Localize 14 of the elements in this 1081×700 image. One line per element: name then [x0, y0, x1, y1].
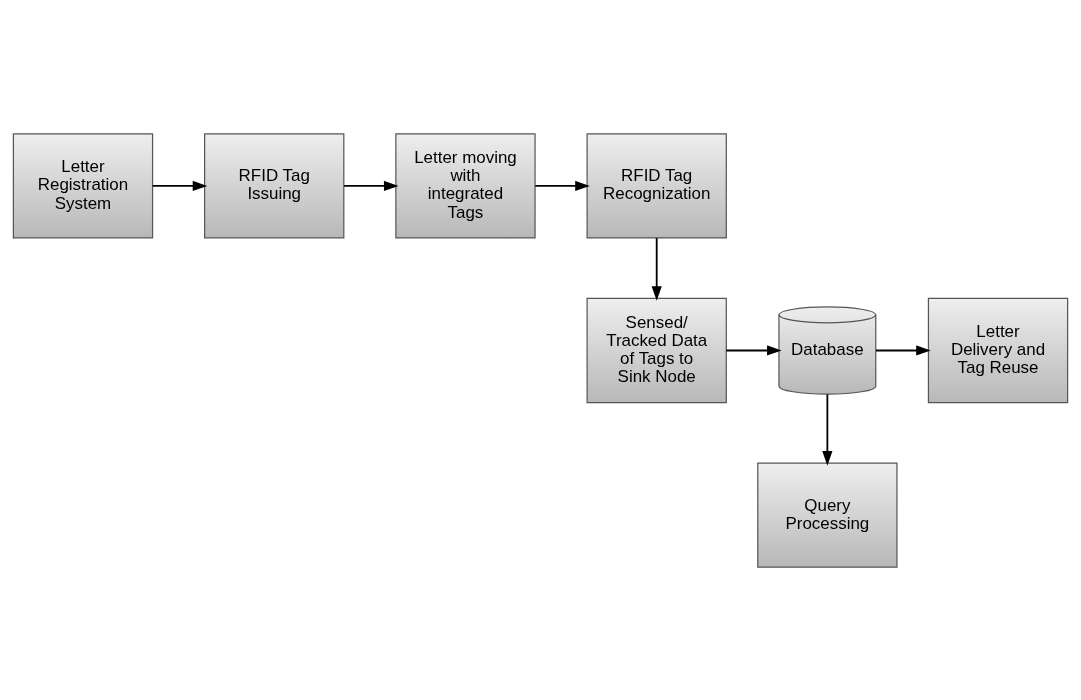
node-box: Letter Registration System [12, 132, 154, 239]
node-box: Letter Delivery and Tag Reuse [927, 297, 1069, 403]
arrow [875, 344, 931, 356]
arrow [343, 180, 399, 191]
arrow [651, 236, 662, 301]
arrow [534, 180, 590, 191]
node-box: Query Processing [757, 461, 898, 568]
arrow [822, 392, 833, 466]
node-box: Sensed/ Tracked Data of Tags to Sink Node [586, 297, 727, 403]
node-box: Letter moving with integrated Tags [395, 132, 536, 239]
node-box: RFID Tag Recognization [586, 132, 727, 239]
arrow [151, 180, 208, 191]
node-box: RFID Tag Issuing [204, 132, 345, 239]
arrow [725, 344, 782, 356]
